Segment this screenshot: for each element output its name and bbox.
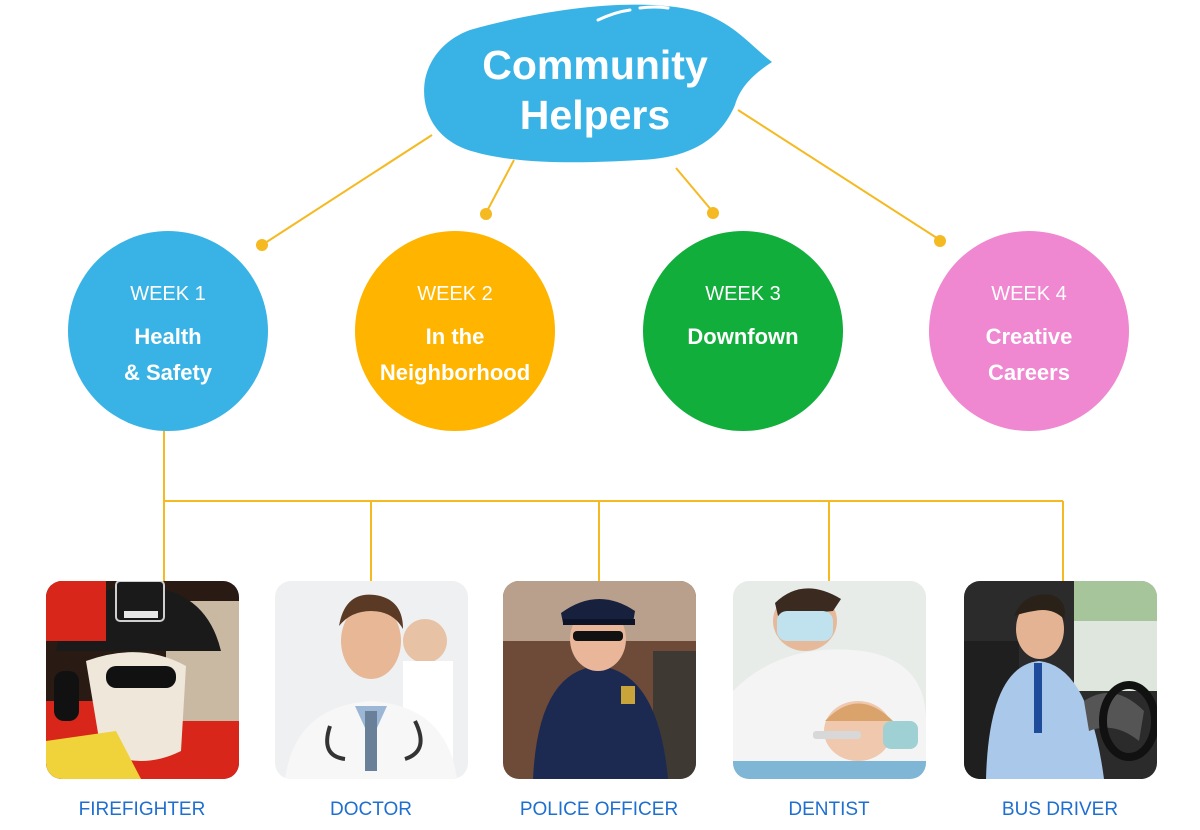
week-4-circle: WEEK 4 Creative Careers xyxy=(929,231,1129,431)
week-label: WEEK 2 xyxy=(417,283,493,305)
connector-dot xyxy=(480,208,492,220)
firefighter-photo xyxy=(46,581,239,779)
connector-dot xyxy=(707,207,719,219)
week-label: WEEK 3 xyxy=(705,283,781,305)
bus-driver-photo xyxy=(964,581,1157,779)
dentist-photo xyxy=(733,581,926,779)
helper-label-bus-driver: BUS DRIVER xyxy=(1001,799,1119,820)
week-topic: Creative Careers xyxy=(929,319,1129,391)
week-topic-line: Downfown xyxy=(687,324,799,349)
doctor-photo xyxy=(275,581,468,779)
cloud-highlight xyxy=(596,8,632,22)
police-officer-photo xyxy=(503,581,696,779)
week-label: WEEK 1 xyxy=(130,283,206,305)
helper-label-dentist: DENTIST xyxy=(788,799,870,820)
week-1-circle: WEEK 1 Health & Safety xyxy=(68,231,268,431)
week-topic-line: In the xyxy=(425,324,485,349)
week-topic-line: Neighborhood xyxy=(379,360,531,385)
helper-label-police-officer: POLICE OFFICER xyxy=(519,799,679,820)
week-topic-line: Creative xyxy=(985,324,1073,349)
week-topic: In the Neighborhood xyxy=(355,319,555,391)
title-cloud xyxy=(424,4,772,163)
helper-label-firefighter: FIREFIGHTER xyxy=(78,799,206,820)
title-line-1: Community xyxy=(482,42,708,88)
week-2-circle: WEEK 2 In the Neighborhood xyxy=(355,231,555,431)
cloud-highlight xyxy=(638,5,670,10)
week-topic-line: & Safety xyxy=(123,360,213,385)
week-topic-line: Careers xyxy=(988,360,1070,385)
week-topic-line: Health xyxy=(134,324,202,349)
connector-dot xyxy=(934,235,946,247)
week-topic: Health & Safety xyxy=(68,319,268,391)
helper-label-doctor: DOCTOR xyxy=(330,799,412,820)
connector-dot xyxy=(256,239,268,251)
page-title: Community Helpers xyxy=(440,40,750,140)
title-line-2: Helpers xyxy=(519,92,671,138)
week-topic: Downfown xyxy=(643,319,843,355)
week-3-circle: WEEK 3 Downfown xyxy=(643,231,843,431)
week-label: WEEK 4 xyxy=(991,283,1067,305)
